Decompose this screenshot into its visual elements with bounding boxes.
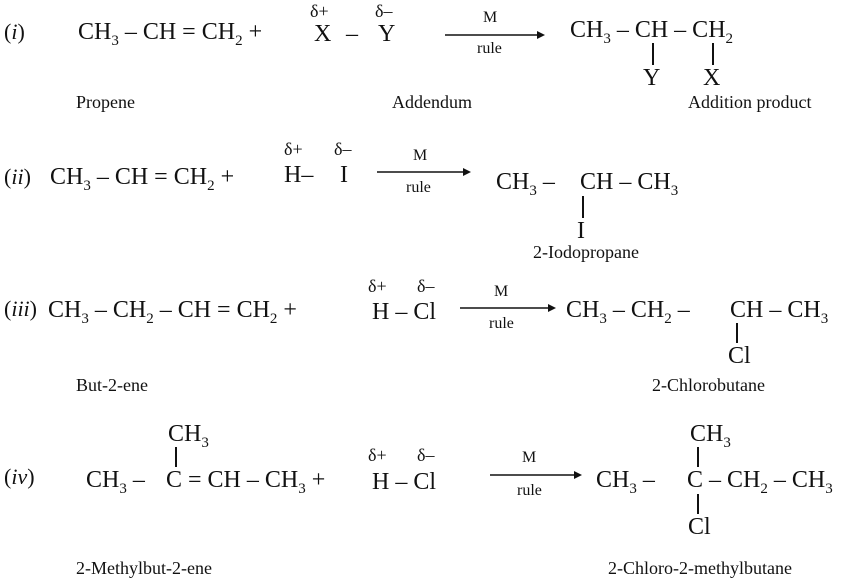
delta-plus-label: δ+ <box>368 445 387 465</box>
reactant-formula: CH3 – <box>86 467 145 497</box>
arrow-label-bottom: rule <box>477 40 502 57</box>
reactant-name: 2-Methylbut-2-ene <box>76 558 212 578</box>
substituent-y: Y <box>643 65 661 91</box>
bond-line <box>652 43 654 65</box>
arrow-label-bottom: rule <box>406 179 431 196</box>
arrow-label-top: M <box>483 9 498 26</box>
addendum-h: H– <box>284 162 314 188</box>
reactant-chain: C = CH – CH3 + <box>166 467 326 497</box>
product-formula: CH3 – CH – CH2 <box>570 17 734 47</box>
substituent-cl: Cl <box>688 514 711 540</box>
reaction-index: (iv) <box>4 464 35 489</box>
addendum-y: Y <box>378 21 396 47</box>
bond-line <box>582 196 584 218</box>
delta-plus-label: δ+ <box>310 1 329 21</box>
addendum-x: X <box>314 21 332 47</box>
bond-line <box>736 323 738 343</box>
substituent-i: I <box>577 218 585 244</box>
addendum-hcl: H – Cl <box>372 299 437 325</box>
product-formula: CH3 – <box>596 467 655 497</box>
reactant-name: But-2-ene <box>76 375 148 395</box>
product-name: 2-Iodopropane <box>533 242 639 262</box>
product-name: 2-Chloro-2-methylbutane <box>608 558 792 578</box>
addendum-bond: – <box>346 21 358 47</box>
product-chain: CH – CH3 <box>730 297 829 327</box>
delta-minus-label: δ– <box>375 1 393 21</box>
delta-plus-label: δ+ <box>368 276 387 296</box>
bond-line <box>175 447 177 467</box>
bond-line <box>697 494 699 514</box>
product-chain: C – CH2 – CH3 <box>687 467 833 497</box>
addendum-name: Addendum <box>392 92 472 112</box>
methyl-group: CH3 <box>168 421 209 451</box>
product-formula: CH3 – <box>496 169 555 199</box>
methyl-group: CH3 <box>690 421 731 451</box>
substituent-x: X <box>703 65 721 91</box>
arrow-label-top: M <box>522 449 537 466</box>
product-chain: CH – CH3 <box>580 169 679 199</box>
reactant-name: Propene <box>76 92 135 112</box>
bond-line <box>712 43 714 65</box>
arrow-label-bottom: rule <box>517 482 542 499</box>
product-name: Addition product <box>688 92 812 112</box>
product-name: 2-Chlorobutane <box>652 375 765 395</box>
reaction-arrow <box>490 471 582 479</box>
reactant-formula: CH3 – CH = CH2 + <box>50 164 235 194</box>
arrow-label-bottom: rule <box>489 315 514 332</box>
arrow-label-top: M <box>494 283 509 300</box>
reaction-arrow <box>460 304 556 312</box>
substituent-cl: Cl <box>728 343 751 369</box>
reactant-formula: CH3 – CH = CH2 + <box>78 19 263 49</box>
arrow-label-top: M <box>413 147 428 164</box>
reaction-index: (ii) <box>4 164 31 189</box>
addendum-i: I <box>340 162 348 188</box>
delta-minus-label: δ– <box>417 276 435 296</box>
delta-plus-label: δ+ <box>284 139 303 159</box>
addendum-hcl: H – Cl <box>372 469 437 495</box>
reactant-formula: CH3 – CH2 – CH = CH2 + <box>48 297 297 327</box>
delta-minus-label: δ– <box>334 139 352 159</box>
bond-line <box>697 447 699 467</box>
reaction-arrow <box>445 31 545 39</box>
reaction-arrow <box>377 168 471 176</box>
delta-minus-label: δ– <box>417 445 435 465</box>
reaction-index: (iii) <box>4 296 37 321</box>
reaction-index: (i) <box>4 19 25 44</box>
product-formula: CH3 – CH2 – <box>566 297 690 327</box>
